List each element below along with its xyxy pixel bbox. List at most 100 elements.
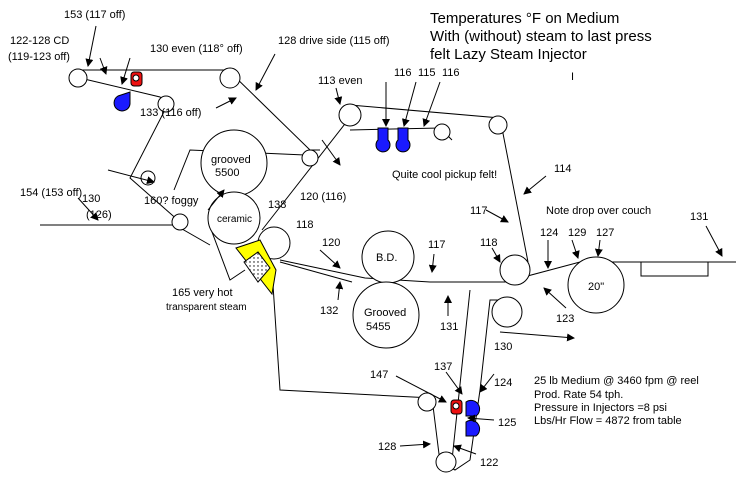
arrow-130even [120, 57, 131, 85]
ceramic-lead [211, 231, 246, 281]
roll-bottom-left [171, 213, 189, 231]
roll-label-ceramic: ceramic [217, 214, 252, 225]
arrow-117a [485, 209, 509, 223]
blue-injector-top [113, 91, 131, 112]
arrow-138 [207, 189, 225, 211]
title-line-1: Temperatures °F on Medium [430, 10, 619, 27]
arrow-130b [499, 331, 575, 342]
note-pressure: Pressure in Injectors =8 psi [534, 402, 667, 414]
label-116a: 116 [394, 67, 412, 79]
steam-zone-dots [243, 251, 271, 283]
note-couch: Note drop over couch [546, 205, 651, 217]
arrow-131a [705, 225, 723, 257]
label-124b: 124 [494, 377, 512, 389]
injectors [113, 71, 481, 437]
arrow-114 [523, 175, 547, 195]
label-118a: 118 [296, 219, 314, 231]
arrow-123 [543, 287, 567, 309]
label-120a: 120 (116) [300, 191, 346, 203]
label-131b: 131 [440, 321, 458, 333]
label-138: 138 [268, 199, 286, 211]
label-122: 122 [480, 457, 498, 469]
roll-label-grooved-bottom-num: 5455 [366, 321, 390, 333]
arrow-132 [335, 281, 344, 301]
roll-top-right [219, 67, 241, 89]
arrow-128drive [255, 53, 276, 91]
label-130b: 130 [494, 341, 512, 353]
roll-top-left [68, 68, 88, 88]
title-mark: I [571, 71, 574, 83]
note-flow: Lbs/Hr Flow = 4872 from table [534, 415, 682, 427]
title-line-2: With (without) steam to last press [430, 28, 652, 45]
bottom-felt-inner [451, 289, 471, 461]
label-126: (126) [86, 209, 112, 221]
label-133: 133 (116 off) [140, 107, 201, 119]
note-pickup: Quite cool pickup felt! [392, 169, 497, 181]
arrows [77, 25, 723, 455]
label-131a: 131 [690, 211, 708, 223]
label-165: 165 very hot [172, 287, 233, 299]
blue-injector-bottom-2 [465, 419, 481, 437]
label-128b: 128 [378, 441, 396, 453]
roll-pickup-mid [433, 123, 451, 141]
arrow-127 [594, 239, 603, 257]
roll-right-turn [301, 149, 319, 167]
bottom-felt [271, 269, 505, 471]
title-line-3: felt Lazy Steam Injector [430, 46, 587, 63]
label-124a: 124 [540, 227, 558, 239]
top-felt-return [173, 149, 306, 191]
label-153: 153 (117 off) [64, 9, 125, 21]
roll-ceramic [207, 191, 261, 245]
roll-label-grooved-top-num: 5500 [215, 167, 239, 179]
arrow-113 [334, 87, 343, 105]
arrow-115 [401, 81, 417, 127]
blue-injector-pickup-1 [375, 127, 391, 153]
label-117a: 117 [470, 205, 488, 217]
label-113: 113 even [318, 75, 362, 87]
roll-grooved-bottom [352, 281, 420, 349]
label-116b: 116 [442, 67, 460, 79]
label-125: 125 [498, 417, 516, 429]
notes: Quite cool pickup felt! Note drop over c… [392, 169, 699, 427]
roll-label-bd: B.D. [376, 252, 397, 264]
roll-couch [499, 254, 531, 286]
arrow-133 [215, 97, 237, 109]
arrow-117b [428, 253, 437, 273]
arrow-120a [321, 139, 341, 166]
arrow-147 [395, 375, 447, 403]
label-122-128-cd: 122-128 CD [10, 35, 69, 47]
pickup-felt-left [261, 119, 349, 231]
roll-top-small [157, 95, 175, 113]
roll-label-grooved-top: grooved [211, 154, 251, 166]
label-129: 129 [568, 227, 586, 239]
label-154: 154 (153 off) [20, 187, 82, 199]
label-130-even: 130 even (118° off) [150, 43, 243, 55]
arrow-154 [77, 197, 99, 221]
arrow-124b [479, 373, 495, 393]
arrow-cd [99, 57, 108, 75]
top-felt [74, 69, 320, 151]
label-147: 147 [370, 369, 388, 381]
sheet-lower [279, 261, 353, 283]
label-114: 114 [554, 163, 572, 175]
roll-pickup-left [338, 103, 362, 127]
blue-injector-pickup-2 [395, 127, 411, 153]
label-123: 123 [556, 313, 574, 325]
label-127: 127 [596, 227, 614, 239]
arrow-128b [399, 440, 431, 449]
arrow-125 [467, 414, 495, 423]
table-box [640, 261, 709, 277]
red-injector-top-valve [132, 74, 140, 82]
label-130: 130 [82, 193, 100, 205]
roll-label-dryer: 20" [588, 281, 604, 293]
label-132: 132 [320, 305, 338, 317]
blue-injector-bottom-1 [465, 399, 481, 417]
red-injector-bottom-valve [452, 402, 460, 410]
arrow-120b [319, 249, 341, 269]
note-rate: Prod. Rate 54 tph. [534, 389, 623, 401]
label-120b: 120 [322, 237, 340, 249]
arrow-130 [107, 169, 155, 185]
label-128-drive: 128 drive side (115 off) [278, 35, 390, 47]
